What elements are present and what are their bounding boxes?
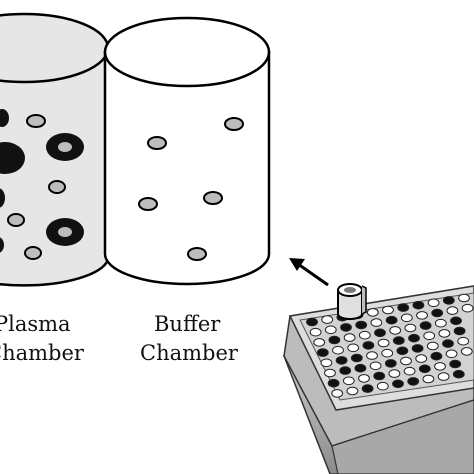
well	[431, 308, 444, 318]
well	[335, 356, 348, 365]
well	[362, 341, 375, 350]
well	[384, 359, 397, 368]
well	[427, 298, 440, 308]
well	[453, 326, 466, 336]
plasma-particles	[0, 109, 84, 260]
well	[321, 315, 334, 324]
well	[457, 336, 470, 346]
well	[445, 349, 458, 359]
buffer-chamber-label-line2: Chamber	[140, 341, 238, 365]
well	[404, 323, 417, 333]
well	[416, 311, 428, 320]
well	[449, 359, 462, 369]
dialysis-insert-icon	[337, 283, 367, 320]
well	[377, 338, 390, 348]
buffer-chamber	[103, 16, 271, 286]
well	[430, 351, 443, 361]
well	[397, 303, 410, 312]
well	[450, 316, 462, 326]
well	[361, 384, 374, 393]
well	[343, 333, 356, 342]
well	[460, 347, 473, 356]
well	[423, 331, 436, 341]
well	[458, 293, 470, 303]
well	[354, 363, 367, 373]
buffer-chamber-label-line1: Buffer	[154, 312, 221, 336]
well	[350, 353, 363, 363]
plasma-chamber-label-line1: Plasma	[0, 312, 71, 336]
well	[382, 305, 394, 315]
well	[442, 296, 455, 305]
well	[313, 338, 326, 347]
well	[396, 346, 409, 356]
well	[347, 343, 360, 353]
well	[415, 354, 428, 363]
well	[376, 381, 389, 391]
well	[419, 321, 432, 330]
well	[385, 315, 398, 325]
well	[461, 303, 474, 313]
well	[412, 300, 425, 310]
well	[306, 317, 318, 327]
well	[342, 376, 355, 386]
well	[373, 371, 386, 381]
well	[446, 306, 459, 315]
well	[437, 372, 450, 381]
well	[324, 325, 337, 335]
well	[381, 348, 394, 358]
buffer-particles	[138, 117, 244, 261]
well	[358, 330, 371, 340]
well	[422, 374, 435, 384]
well	[442, 339, 454, 348]
well	[346, 386, 359, 396]
well	[328, 335, 341, 345]
well	[403, 366, 416, 376]
plasma-chamber-label-line2: Chamber	[0, 341, 84, 365]
well-grid	[306, 293, 474, 398]
well	[408, 333, 420, 343]
arrow-up-left-icon	[289, 258, 329, 287]
well	[392, 379, 404, 389]
well	[339, 366, 352, 375]
well	[392, 336, 405, 345]
well	[320, 358, 333, 368]
well	[355, 320, 368, 330]
well	[309, 327, 322, 337]
well	[452, 369, 465, 379]
well	[332, 345, 344, 355]
well	[374, 328, 386, 338]
plasma-chamber	[0, 12, 110, 287]
well	[324, 368, 336, 378]
well	[407, 377, 420, 386]
well	[369, 361, 382, 371]
well	[331, 389, 344, 398]
well	[411, 344, 424, 353]
well	[418, 364, 431, 374]
well	[388, 369, 401, 378]
well	[400, 356, 412, 366]
well	[340, 323, 352, 332]
well	[366, 308, 379, 317]
well	[327, 378, 340, 388]
well	[438, 329, 451, 338]
well	[389, 326, 402, 335]
well-plate-icon	[282, 285, 474, 474]
well	[316, 348, 329, 357]
well	[434, 362, 446, 371]
well	[426, 341, 439, 351]
well	[370, 318, 383, 327]
well	[400, 313, 413, 323]
well	[358, 374, 370, 383]
well	[366, 351, 378, 360]
well	[434, 318, 447, 328]
